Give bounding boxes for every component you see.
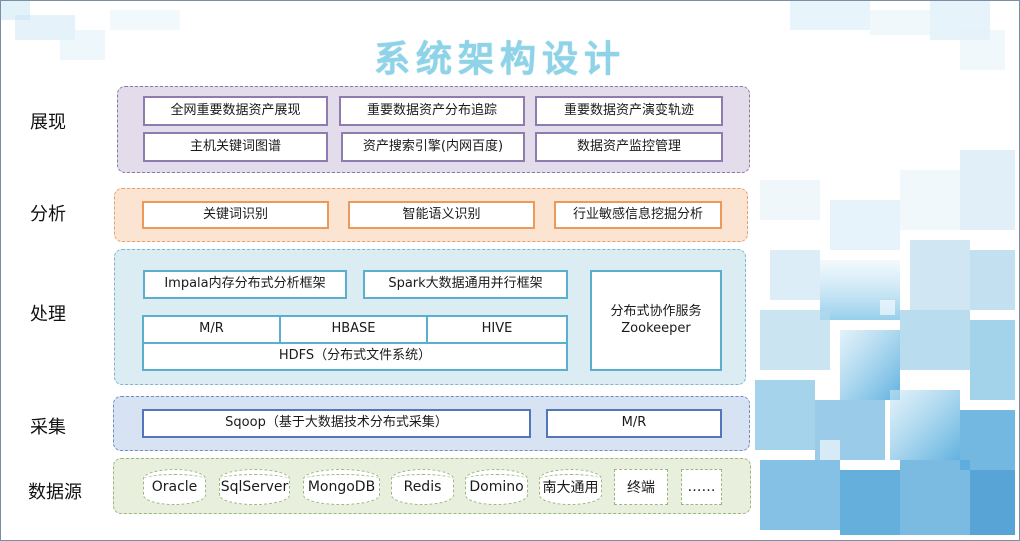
analysis-item: 智能语义识别 <box>348 201 535 229</box>
source-more: …… <box>681 469 722 505</box>
hdfs-box: HDFS（分布式文件系统） <box>142 342 568 371</box>
zookeeper-box: 分布式协作服务 Zookeeper <box>590 270 722 371</box>
hive-box: HIVE <box>426 315 568 344</box>
layer-label-collect: 采集 <box>30 417 66 438</box>
layer-label-show: 展现 <box>30 112 66 133</box>
show-item: 全网重要数据资产展现 <box>143 96 328 126</box>
zookeeper-label-line2: Zookeeper <box>621 320 691 336</box>
hbase-box: HBASE <box>279 315 428 344</box>
analysis-item: 关键词识别 <box>142 201 329 229</box>
show-item: 重要数据资产演变轨迹 <box>535 96 723 126</box>
layer-label-source: 数据源 <box>28 482 82 503</box>
collect-mapreduce-box: M/R <box>546 409 722 438</box>
source-terminal: 终端 <box>614 469 668 505</box>
show-item: 主机关键词图谱 <box>143 132 328 162</box>
show-item: 数据资产监控管理 <box>535 132 723 162</box>
source-sqlserver: SqlServer <box>219 469 290 505</box>
show-item: 重要数据资产分布追踪 <box>339 96 525 126</box>
spark-box: Spark大数据通用并行框架 <box>363 270 568 299</box>
layer-label-process: 处理 <box>30 304 66 325</box>
layer-label-analysis: 分析 <box>30 204 66 225</box>
impala-box: Impala内存分布式分析框架 <box>143 270 347 299</box>
source-redis: Redis <box>391 469 454 505</box>
show-item: 资产搜索引擎(内网百度) <box>341 132 525 162</box>
zookeeper-label-line1: 分布式协作服务 <box>610 304 702 320</box>
analysis-item: 行业敏感信息挖掘分析 <box>554 201 722 229</box>
source-mongodb: MongoDB <box>303 469 380 505</box>
sqoop-box: Sqoop（基于大数据技术分布式采集） <box>142 409 531 438</box>
source-domino: Domino <box>465 469 528 505</box>
mapreduce-box: M/R <box>142 315 281 344</box>
source-gbase: 南大通用 <box>539 469 602 505</box>
page-title: 系统架构设计 <box>373 39 626 80</box>
source-oracle: Oracle <box>143 469 206 505</box>
